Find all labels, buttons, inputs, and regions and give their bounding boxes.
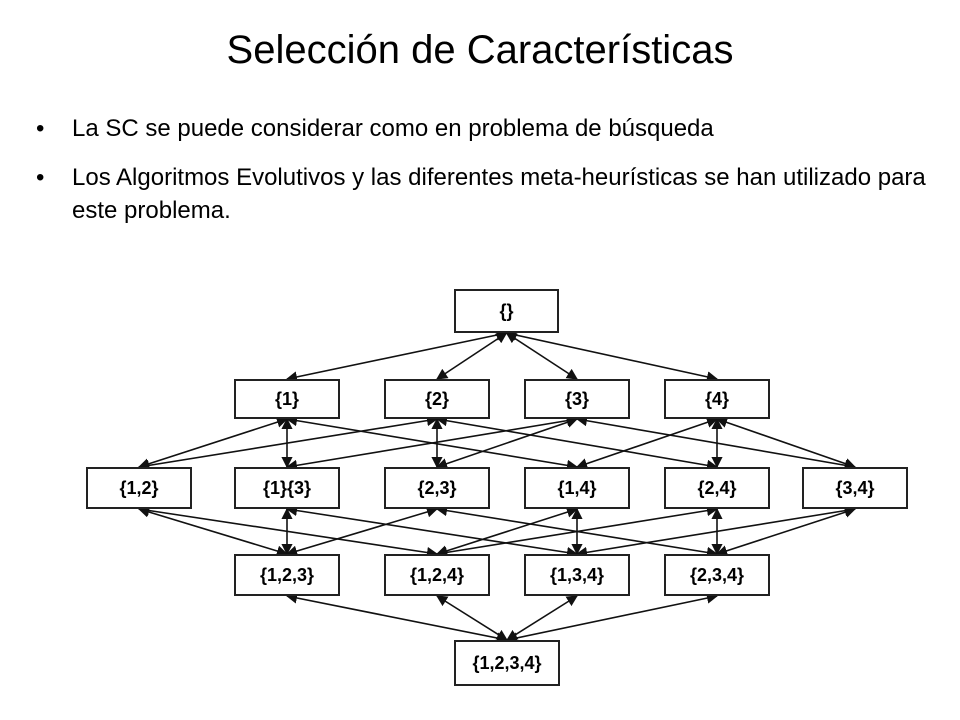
edge-n1-n12 xyxy=(137,416,289,470)
lattice-node: {1,2} xyxy=(86,467,192,509)
node-label: {} xyxy=(499,301,513,321)
node-box xyxy=(384,554,490,596)
lattice-node: {2,3,4} xyxy=(664,554,770,596)
edges-layer xyxy=(137,329,857,644)
node-label: {1,2,4} xyxy=(410,565,464,585)
lattice-node: {3,4} xyxy=(802,467,908,509)
lattice-node: {4} xyxy=(664,379,770,419)
node-box xyxy=(86,467,192,509)
edge-n2-n24 xyxy=(435,415,719,471)
node-label: {1,2,3} xyxy=(260,565,314,585)
node-box xyxy=(524,554,630,596)
node-box xyxy=(234,554,340,596)
edge-n34-n234 xyxy=(715,506,857,557)
bullet-text: Los Algoritmos Evolutivos y las diferent… xyxy=(72,164,926,224)
edge-n12-n124 xyxy=(137,504,439,559)
node-label: {2} xyxy=(425,389,449,409)
node-box xyxy=(802,467,908,509)
bullet-text: La SC se puede considerar como en proble… xyxy=(72,115,714,142)
bullet-list: • La SC se puede considerar como en prob… xyxy=(32,112,932,243)
edge-n0-n4 xyxy=(505,329,719,383)
lattice-node: {1,2,3,4} xyxy=(454,640,560,686)
lattice-node: {3} xyxy=(524,379,630,419)
edge-n234-n1234 xyxy=(505,592,719,644)
node-box xyxy=(454,289,559,333)
edge-n0-n1 xyxy=(285,329,508,383)
node-box xyxy=(384,379,490,419)
bullet-dot-icon: • xyxy=(36,115,45,142)
lattice-node: {1}{3} xyxy=(234,467,340,509)
node-label: {4} xyxy=(705,389,729,409)
bullet-dot-icon: • xyxy=(36,164,45,191)
edge-n0-n2 xyxy=(436,332,508,380)
node-label: {1,2} xyxy=(119,478,158,498)
edge-n13-n134 xyxy=(285,505,579,558)
lattice-node: {1,3,4} xyxy=(524,554,630,596)
lattice-node: {1,2,4} xyxy=(384,554,490,596)
lattice-node: {1} xyxy=(234,379,340,419)
bullet-item: • Los Algoritmos Evolutivos y las difere… xyxy=(32,161,932,227)
node-label: {1,4} xyxy=(557,478,596,498)
node-label: {2,3} xyxy=(417,478,456,498)
edge-n34-n134 xyxy=(575,505,857,558)
node-box xyxy=(524,467,630,509)
node-label: {2,4} xyxy=(697,478,736,498)
node-box xyxy=(234,379,340,419)
node-label: {3} xyxy=(565,389,589,409)
node-box xyxy=(234,467,340,509)
edge-n2-n12 xyxy=(137,415,439,471)
lattice-node: {1,2,3} xyxy=(234,554,340,596)
lattice-node: {2} xyxy=(384,379,490,419)
edge-n14-n124 xyxy=(435,506,579,557)
lattice-node: {2,4} xyxy=(664,467,770,509)
node-label: {1} xyxy=(275,389,299,409)
edge-n4-n34 xyxy=(715,417,857,469)
slide-title: Selección de Características xyxy=(226,28,734,72)
node-label: {1}{3} xyxy=(263,478,311,498)
node-label: {1,2,3,4} xyxy=(472,653,541,673)
lattice-node: {2,3} xyxy=(384,467,490,509)
bullet-item: • La SC se puede considerar como en prob… xyxy=(32,112,932,145)
lattice-node: {} xyxy=(454,289,559,333)
edge-n124-n1234 xyxy=(436,595,508,641)
edge-n12-n123 xyxy=(137,506,289,557)
edge-n3-n23 xyxy=(435,416,579,470)
node-box xyxy=(664,467,770,509)
node-box xyxy=(454,640,560,686)
node-box xyxy=(384,467,490,509)
lattice-node: {1,4} xyxy=(524,467,630,509)
node-box xyxy=(664,379,770,419)
node-label: {2,3,4} xyxy=(690,565,744,585)
edge-n4-n14 xyxy=(575,416,719,470)
nodes-layer: {} {1} {2} {3} {4} {1,2} {1}{3} {2,3} {1,4} {2,4}… xyxy=(86,289,908,686)
edge-n23-n123 xyxy=(285,506,439,557)
node-label: {1,3,4} xyxy=(550,565,604,585)
node-box xyxy=(524,379,630,419)
edge-n123-n1234 xyxy=(285,592,509,644)
edge-n3-n34 xyxy=(575,415,857,471)
node-box xyxy=(664,554,770,596)
node-label: {3,4} xyxy=(835,478,874,498)
